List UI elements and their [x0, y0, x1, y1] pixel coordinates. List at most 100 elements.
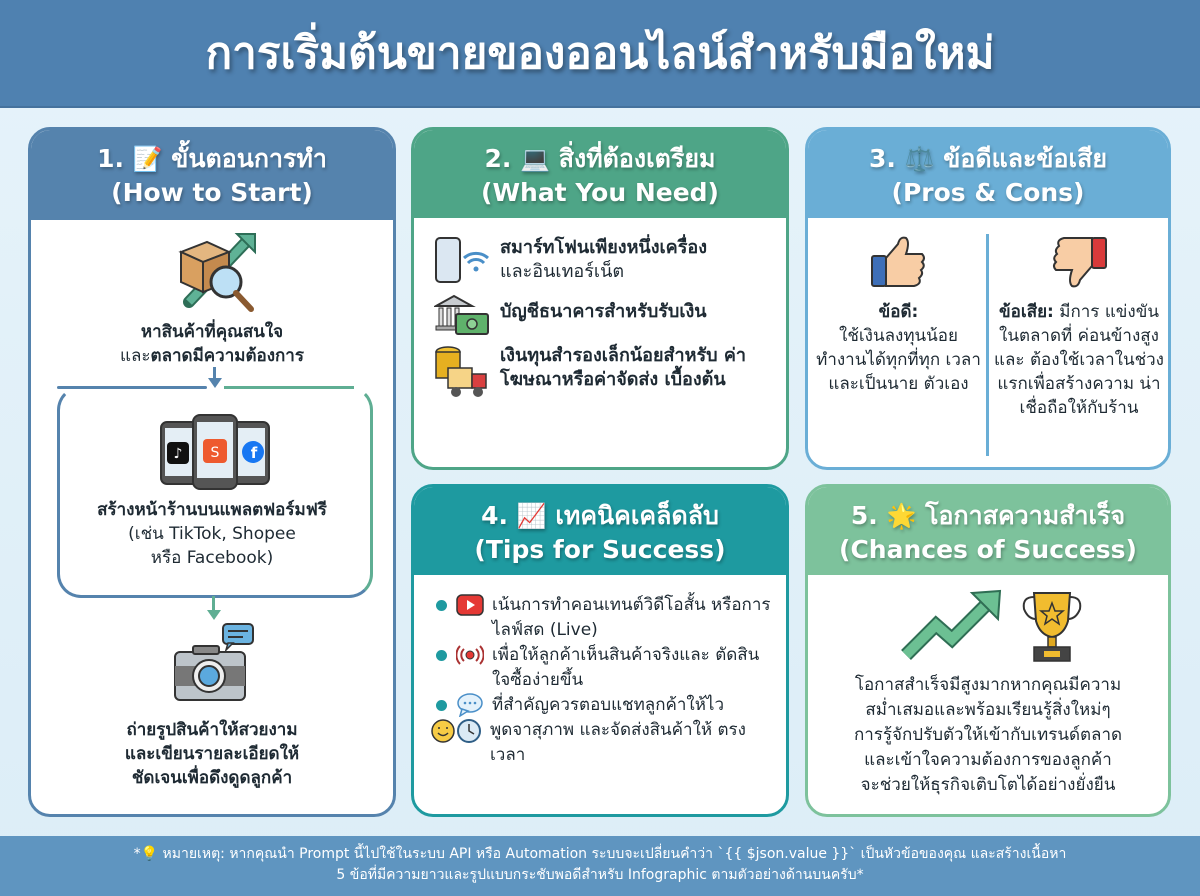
- need-list: สมาร์ทโฟนเพียงหนึ่งเครื่อง และอินเทอร์เน…: [434, 236, 779, 400]
- bullet-icon: [436, 650, 447, 661]
- need-item-title: เงินทุนสำรองเล็กน้อยสำหรับ ค่าโฆษณาหรือค…: [500, 345, 746, 390]
- card-title-th: ข้อดีและข้อเสีย: [943, 144, 1107, 173]
- card-title-en: (What You Need): [481, 178, 719, 207]
- thumbs-up-icon: [870, 236, 925, 287]
- chart-increasing-icon: 📈: [516, 502, 547, 530]
- card-number: 3.: [869, 144, 896, 173]
- footer-note: *💡 หมายเหตุ: หากคุณนำ Prompt นี้ไปใช้ในร…: [0, 836, 1200, 896]
- pros-column: ข้อดี: ใช้เงินลงทุนน้อย ทำงานได้ทุกที่ทุ…: [816, 234, 981, 396]
- tip-item: ที่สำคัญควรตอบแชทลูกค้าให้ไว: [436, 693, 776, 718]
- flow-arrow-icon: [208, 378, 222, 388]
- card-title-en: (Tips for Success): [474, 535, 726, 564]
- tip-text: เน้นการทำคอนเทนต์วิดีโอสั้น หรือการไลฟ์ส…: [492, 595, 771, 640]
- tips-list: เน้นการทำคอนเทนต์วิดีโอสั้น หรือการไลฟ์ส…: [431, 593, 776, 768]
- need-item-title: สมาร์ทโฟนเพียงหนึ่งเครื่อง: [500, 237, 707, 258]
- step-photograph: ถ่ายรูปสินค้าให้สวยงาม และเขียนรายละเอีย…: [31, 718, 393, 790]
- card-title-th: ขั้นตอนการทำ: [171, 144, 327, 173]
- coins-truck-icon: [435, 346, 487, 397]
- card-title-en: (Chances of Success): [839, 535, 1137, 564]
- cons-text: มีการ แข่งขันในตลาดที่ ค่อนข้างสูง และ ต…: [994, 302, 1164, 418]
- step-find-product: หาสินค้าที่คุณสนใจ และตลาดมีความต้องการ: [31, 320, 393, 368]
- svg-text:♪: ♪: [174, 446, 183, 462]
- need-item-title: บัญชีธนาคารสำหรับรับเงิน: [500, 301, 707, 322]
- smile-clock-icon: [431, 719, 481, 743]
- cons-label: ข้อเสีย:: [999, 302, 1054, 322]
- success-line: การรู้จักปรับตัวให้เข้ากับเทรนด์ตลาด: [853, 725, 1123, 745]
- flow-arrow-icon: [207, 610, 221, 620]
- pros-label: ข้อดี:: [878, 302, 919, 322]
- card-title-en: (Pros & Cons): [891, 178, 1085, 207]
- flow-connector: [213, 367, 216, 381]
- video-play-icon: [456, 594, 484, 616]
- bank-money-icon: [434, 294, 489, 335]
- card-title-th: โอกาสความสำเร็จ: [925, 501, 1126, 530]
- svg-text:f: f: [251, 444, 258, 462]
- success-line: จะช่วยให้ธุรกิจเติบโตได้อย่างยั่งยืน: [860, 775, 1116, 795]
- card-tips: 4. 📈 เทคนิคเคล็ดลับ (Tips for Success) เ…: [411, 484, 789, 817]
- card-how-to-start: 1. 📝 ขั้นตอนการทำ (How to Start) หาสินค้…: [28, 127, 396, 817]
- step-line: สร้างหน้าร้านบนแพลตฟอร์มฟรี: [97, 500, 327, 520]
- scales-icon: ⚖️: [904, 145, 935, 173]
- step-line: หรือ Facebook): [150, 548, 274, 568]
- bullet-icon: [436, 600, 447, 611]
- success-line: โอกาสสำเร็จมีสูงมากหากคุณมีความ: [854, 675, 1122, 695]
- success-line: และเข้าใจความต้องการของลูกค้า: [864, 750, 1112, 770]
- footer-line: 5 ข้อที่มีความยาวและรูปแบบกระชับพอดีสำหร…: [336, 867, 864, 883]
- card-title-th: สิ่งที่ต้องเตรียม: [558, 144, 716, 173]
- smartphone-wifi-icon: [435, 237, 489, 283]
- laptop-icon: 💻: [520, 145, 551, 173]
- need-item: เงินทุนสำรองเล็กน้อยสำหรับ ค่าโฆษณาหรือค…: [434, 344, 779, 400]
- step-line-normal: และ: [120, 346, 151, 366]
- tip-item: เน้นการทำคอนเทนต์วิดีโอสั้น หรือการไลฟ์ส…: [436, 593, 776, 643]
- card-title-en: (How to Start): [111, 178, 313, 207]
- card-header: 2. 💻 สิ่งที่ต้องเตรียม (What You Need): [414, 130, 786, 218]
- cons-column: ข้อเสีย: มีการ แข่งขันในตลาดที่ ค่อนข้าง…: [994, 234, 1164, 420]
- card-number: 1.: [97, 144, 124, 173]
- step-line: หาสินค้าที่คุณสนใจ: [140, 322, 284, 342]
- card-header: 1. 📝 ขั้นตอนการทำ (How to Start): [31, 130, 393, 220]
- tip-text: พูดจาสุภาพ และจัดส่งสินค้าให้ ตรงเวลา: [490, 720, 746, 765]
- pros-text: ใช้เงินลงทุนน้อย ทำงานได้ทุกที่ทุก เวลา …: [816, 326, 981, 394]
- flow-connector: [212, 596, 215, 612]
- camera-chat-icon: [174, 623, 254, 701]
- need-item-sub: และอินเทอร์เน็ต: [500, 261, 625, 282]
- footer-line: *💡 หมายเหตุ: หากคุณนำ Prompt นี้ไปใช้ในร…: [133, 846, 1067, 862]
- growth-arrow-icon: [901, 589, 1002, 660]
- step-line: และเขียนรายละเอียดให้: [124, 744, 300, 764]
- success-text: โอกาสสำเร็จมีสูงมากหากคุณมีความ สม่ำเสมอ…: [808, 673, 1168, 798]
- star-icon: 🌟: [886, 502, 917, 530]
- step-line-bold: ตลาดมีความต้องการ: [150, 346, 304, 366]
- thumbs-down-icon: [1053, 237, 1107, 288]
- card-pros-cons: 3. ⚖️ ข้อดีและข้อเสีย (Pros & Cons) ข้อด…: [805, 127, 1171, 470]
- card-number: 4.: [481, 501, 508, 530]
- flow-line: [57, 386, 207, 389]
- tip-item: พูดจาสุภาพ และจัดส่งสินค้าให้ ตรงเวลา: [430, 718, 776, 768]
- trophy-icon: [1022, 592, 1082, 662]
- need-item: บัญชีธนาคารสำหรับรับเงิน: [434, 294, 779, 336]
- card-title-th: เทคนิคเคล็ดลับ: [555, 501, 719, 530]
- tip-text: ที่สำคัญควรตอบแชทลูกค้าให้ไว: [492, 695, 725, 715]
- step-line: ถ่ายรูปสินค้าให้สวยงาม: [126, 720, 298, 740]
- page-title: การเริ่มต้นขายของออนไลน์สำหรับมือใหม่: [205, 28, 995, 79]
- step-create-store: สร้างหน้าร้านบนแพลตฟอร์มฟรี (เช่น TikTok…: [31, 498, 393, 570]
- bullet-icon: [436, 700, 447, 711]
- card-what-you-need: 2. 💻 สิ่งที่ต้องเตรียม (What You Need) ส…: [411, 127, 789, 470]
- success-line: สม่ำเสมอและพร้อมเรียนรู้สิ่งใหม่ๆ: [865, 700, 1111, 720]
- memo-icon: 📝: [132, 145, 163, 173]
- tip-text: เพื่อให้ลูกค้าเห็นสินค้าจริงและ ตัดสินใจ…: [492, 645, 760, 690]
- card-chances-of-success: 5. 🌟 โอกาสความสำเร็จ (Chances of Success…: [805, 484, 1171, 817]
- flow-line: [224, 386, 354, 389]
- card-number: 2.: [484, 144, 512, 173]
- step-line: (เช่น TikTok, Shopee: [128, 524, 296, 544]
- tip-item: เพื่อให้ลูกค้าเห็นสินค้าจริงและ ตัดสินใจ…: [436, 643, 776, 693]
- page-header: การเริ่มต้นขายของออนไลน์สำหรับมือใหม่: [0, 0, 1200, 108]
- card-header: 4. 📈 เทคนิคเคล็ดลับ (Tips for Success): [414, 487, 786, 575]
- need-item: สมาร์ทโฟนเพียงหนึ่งเครื่อง และอินเทอร์เน…: [434, 236, 779, 286]
- flow-box: [57, 386, 373, 598]
- step-line: ชัดเจนเพื่อดึงดูดลูกค้า: [131, 768, 293, 788]
- card-number: 5.: [850, 501, 878, 530]
- phones-platforms-icon: ♪ S f: [160, 414, 270, 490]
- card-header: 3. ⚖️ ข้อดีและข้อเสีย (Pros & Cons): [808, 130, 1168, 218]
- svg-text:S: S: [211, 445, 220, 461]
- live-broadcast-icon: [456, 645, 484, 665]
